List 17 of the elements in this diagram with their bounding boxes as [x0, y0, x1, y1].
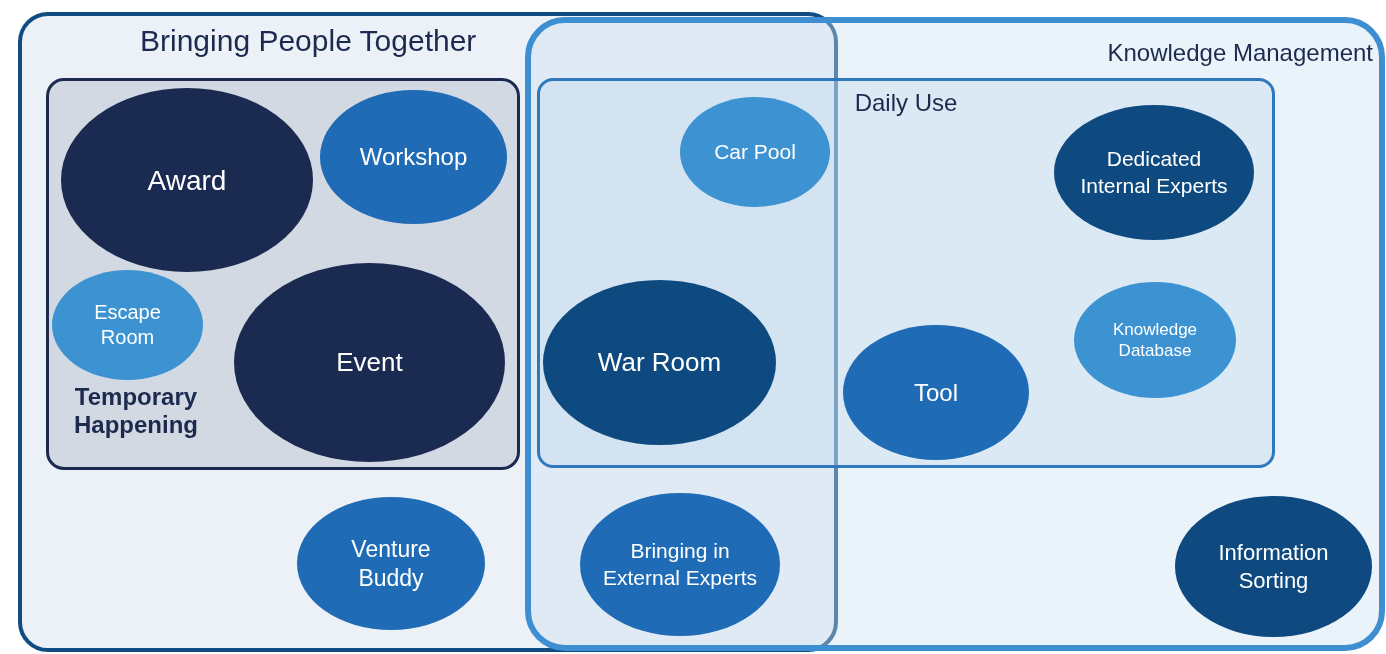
group-title: Daily Use — [853, 89, 959, 117]
bubble-label: Knowledge Database — [1111, 318, 1199, 362]
bubble-label: War Room — [596, 346, 723, 379]
bubble-label: Workshop — [358, 142, 469, 172]
bubble-label: Car Pool — [713, 138, 797, 165]
bubble-label: Venture Buddy — [350, 534, 432, 593]
bubble-label: Event — [335, 346, 404, 379]
bubble-label: Escape Room — [93, 300, 162, 350]
group-title: Knowledge Management — [1107, 39, 1373, 67]
bubble-label: Tool — [913, 377, 959, 408]
bubble-label: Information Sorting — [1217, 539, 1330, 594]
group-title: Bringing People Together — [140, 24, 477, 58]
bubble-label: Award — [146, 163, 228, 198]
group-box — [46, 78, 520, 470]
bubble-label: Bringing in External Experts — [601, 538, 759, 591]
bubble-label: Dedicated Internal Experts — [1079, 146, 1229, 199]
group-title: Temporary Happening — [73, 383, 199, 439]
